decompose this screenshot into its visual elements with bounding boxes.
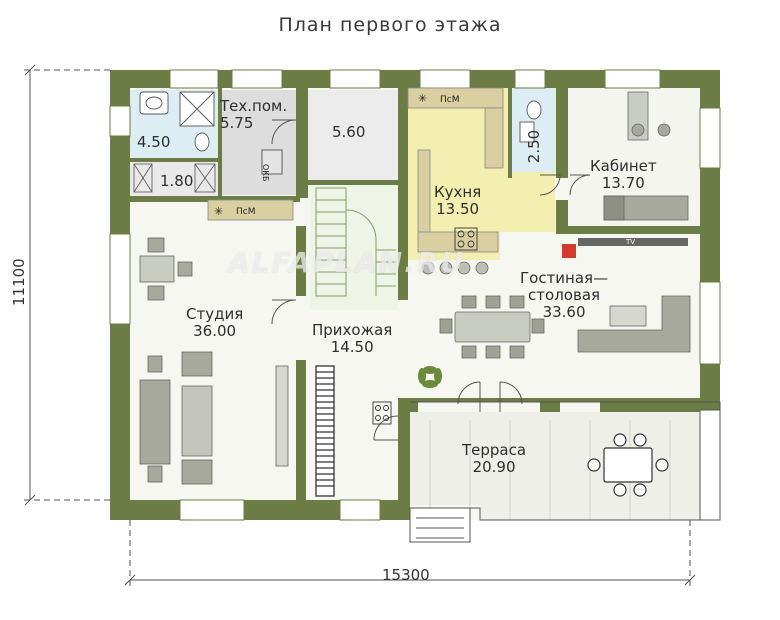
- room-living-name-2: столовая: [528, 286, 601, 304]
- staircase: [315, 187, 396, 297]
- tech-floor: [220, 90, 298, 195]
- dishwasher-label-kitchen: ПсМ: [440, 95, 459, 105]
- plant-icon: [418, 366, 442, 388]
- plan-title: План первого этажа: [278, 14, 502, 36]
- studio-furniture: [139, 237, 289, 485]
- entry-steps: [315, 365, 335, 497]
- width-dimension-label: 15300: [382, 566, 430, 584]
- room-office-name: Кабинет: [590, 157, 657, 175]
- window-n4: [419, 69, 471, 89]
- wall-terrace-east: [699, 409, 721, 521]
- room-entry: Прихожая 14.50: [312, 322, 392, 356]
- counter-island-bottom: [417, 231, 499, 253]
- depth-dimension-label: 11100: [10, 258, 28, 306]
- room-wc-area: 2.50: [525, 129, 544, 164]
- room-bath: 4.50: [137, 134, 170, 151]
- room-wc: 2.50: [525, 129, 544, 164]
- room-hall-store-area: 5.60: [332, 123, 366, 141]
- room-entry-name: Прихожая: [312, 321, 393, 339]
- window-w2: [109, 233, 131, 325]
- room-kitchen-area: 13.50: [436, 200, 480, 218]
- plumbing: [139, 91, 542, 175]
- room-entry-area: 14.50: [330, 338, 374, 356]
- terrace-dining-set: [587, 433, 669, 497]
- room-studio-name: Студия: [186, 305, 244, 323]
- dining-set: [439, 295, 545, 359]
- window-n3: [329, 69, 381, 89]
- window-n1: [169, 69, 219, 89]
- counter-island-left: [417, 149, 431, 241]
- sofa-living: [577, 295, 691, 353]
- window-n6: [604, 69, 661, 89]
- room-bath-area: 4.50: [137, 133, 171, 151]
- counter-side: [484, 107, 504, 169]
- bar-stools: [421, 261, 489, 275]
- room-studio-area: 36.00: [193, 322, 237, 340]
- studio-kitchenette: [207, 199, 294, 221]
- stove-star-icon: ✳: [418, 92, 427, 105]
- room-tech: Тех.пом. 5.75: [220, 98, 287, 132]
- toilet-wc: [526, 100, 542, 120]
- counter-north: [407, 87, 504, 109]
- window-w1: [109, 105, 131, 137]
- doors: [271, 119, 591, 441]
- room-terrace-area: 20.90: [472, 458, 516, 476]
- tv-unit: [578, 238, 688, 246]
- room-studio: Студия 36.00: [186, 306, 243, 340]
- depth-tick-bottom: [24, 494, 36, 506]
- watermark: ALFAPLAN.RU: [228, 246, 466, 279]
- fireplace: [562, 244, 576, 258]
- window-n2: [231, 69, 283, 89]
- room-kitchen-name: Кухня: [434, 183, 482, 201]
- width-tick-right: [684, 574, 696, 586]
- width-tick-left: [124, 574, 136, 586]
- room-closet-area: 1.80: [160, 172, 194, 190]
- windows: [109, 69, 721, 521]
- terrace-floor: [398, 412, 720, 520]
- room-closet: 1.80: [160, 173, 193, 190]
- dimension-lines: [24, 64, 696, 588]
- window-e2: [699, 281, 721, 365]
- sink-wc: [519, 121, 535, 143]
- dishwasher-label-studio: ПсМ: [236, 207, 255, 217]
- window-n5: [514, 69, 546, 89]
- room-office: Кабинет 13.70: [590, 158, 657, 192]
- closet-floor: [130, 162, 218, 196]
- room-tech-area: 5.75: [220, 114, 254, 132]
- room-living: Гостиная— столовая 33.60: [520, 270, 608, 321]
- room-kitchen: Кухня 13.50: [434, 184, 481, 218]
- window-e1: [699, 107, 721, 169]
- depth-tick-top: [24, 64, 36, 76]
- window-s2: [339, 499, 381, 521]
- room-terrace: Терраса 20.90: [462, 442, 526, 476]
- terrace-outline: [409, 401, 721, 543]
- hall-store-floor: [308, 90, 398, 180]
- room-tech-name: Тех.пом.: [220, 97, 288, 115]
- room-living-name-1: Гостиная—: [520, 269, 609, 287]
- toilet-bath: [194, 132, 210, 152]
- room-terrace-name: Терраса: [462, 441, 527, 459]
- closet-shelves: [133, 163, 216, 193]
- stove-star-icon-studio: ✳: [214, 205, 223, 218]
- room-living-area: 33.60: [542, 303, 586, 321]
- office-furniture: [603, 91, 689, 221]
- tv-label: TV: [625, 238, 635, 246]
- room-hall-store: 5.60: [332, 124, 365, 141]
- window-s1: [179, 499, 245, 521]
- boiler-label: ОКБ: [261, 164, 270, 181]
- room-office-area: 13.70: [601, 174, 645, 192]
- kitchen-counters: [207, 87, 504, 253]
